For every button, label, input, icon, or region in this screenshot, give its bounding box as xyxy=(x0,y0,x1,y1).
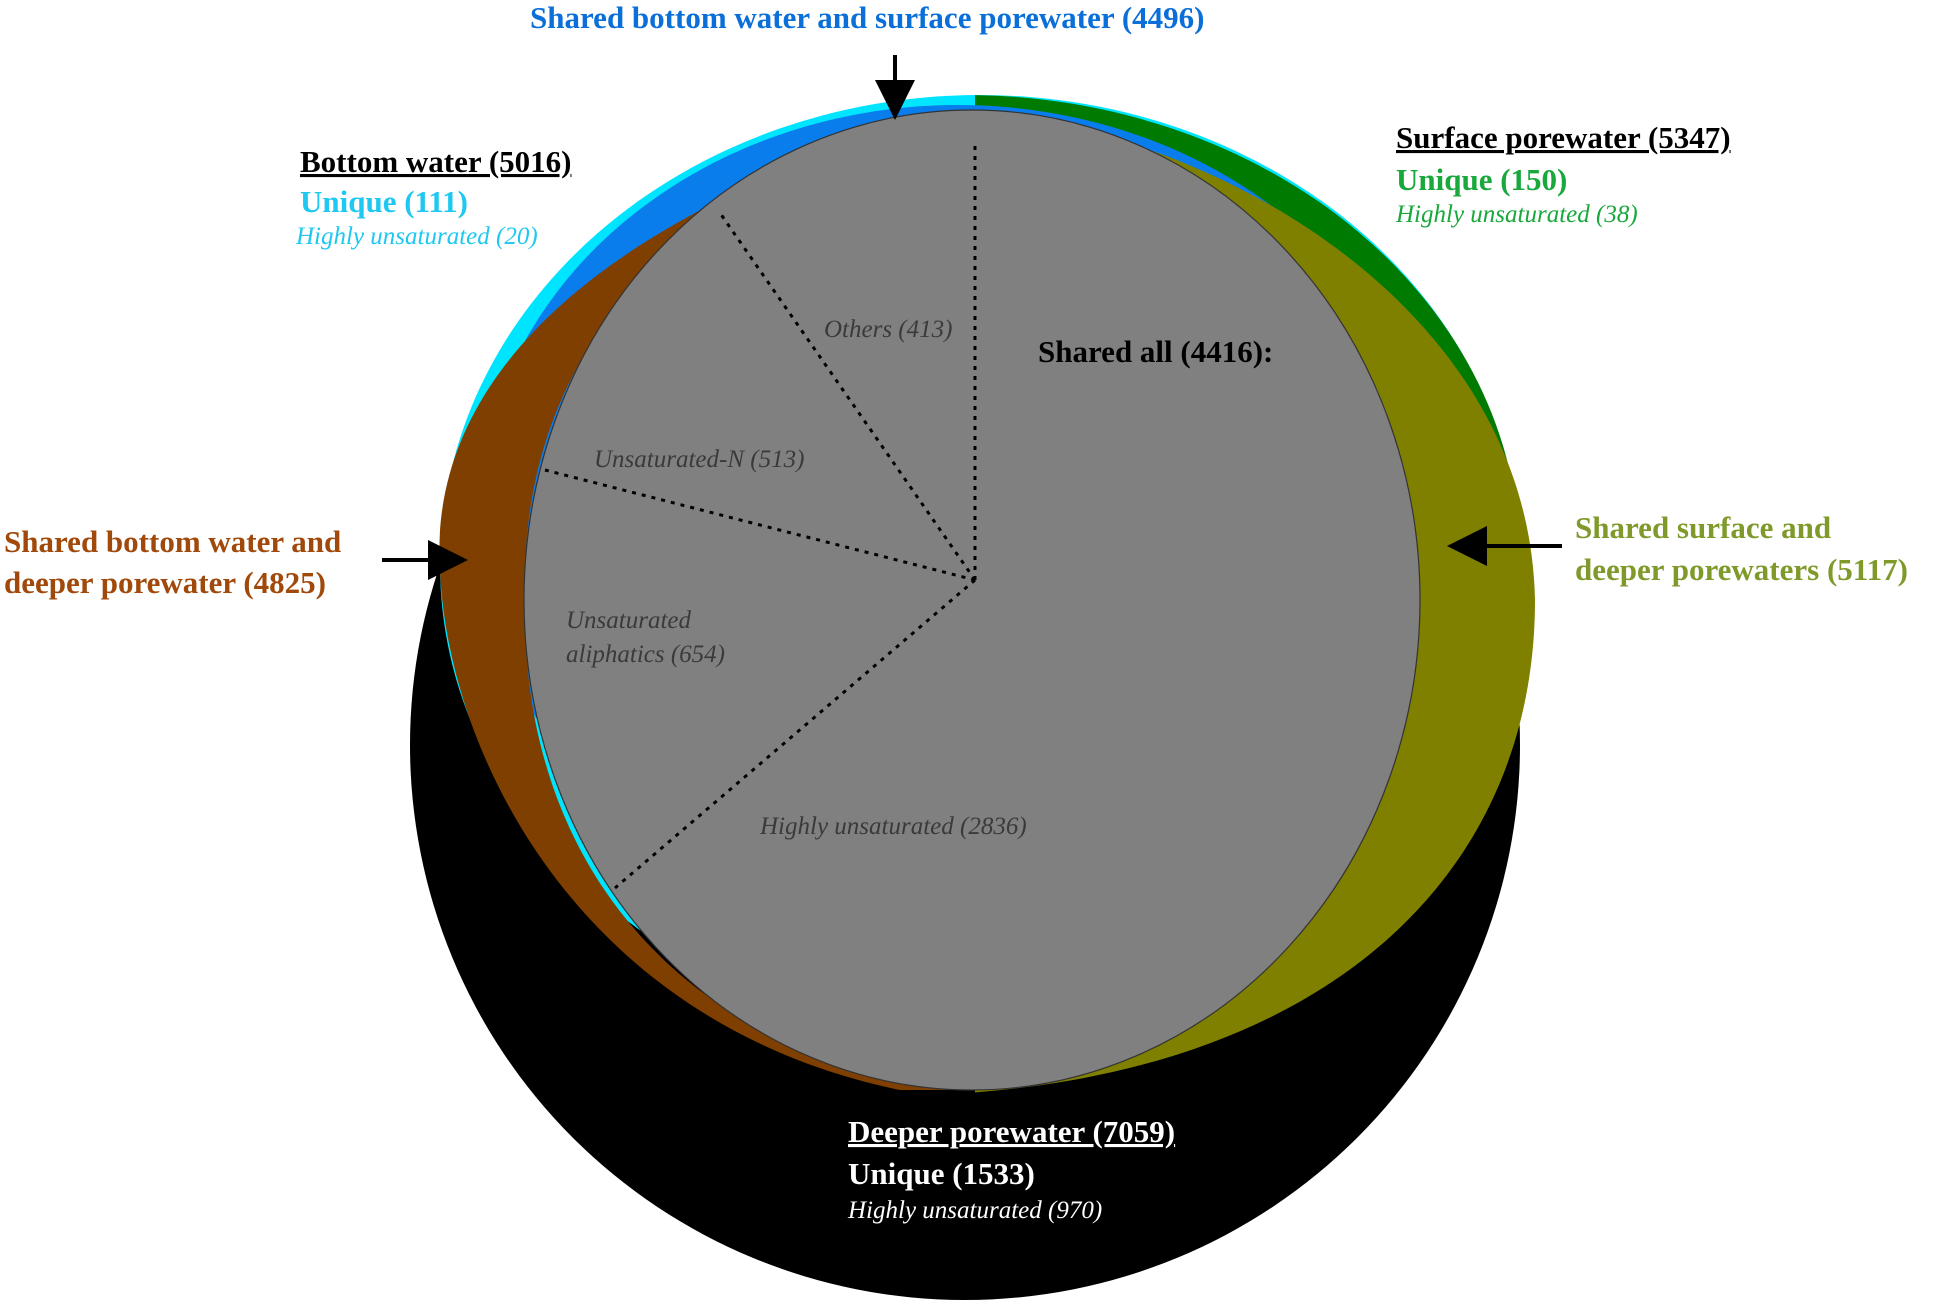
label-surface-unique: Unique (150) xyxy=(1396,162,1567,197)
label-shared-bottom-deeper-1: Shared bottom water and xyxy=(4,524,341,559)
divider-unsatn-aliph xyxy=(544,468,976,582)
label-aliphatics-1: Unsaturated xyxy=(566,607,692,634)
label-shared-bottom-surface: Shared bottom water and surface porewate… xyxy=(530,0,1204,35)
label-deeper-unique: Unique (1533) xyxy=(848,1156,1035,1191)
label-unsaturated-n: Unsaturated-N (513) xyxy=(594,446,804,473)
label-aliphatics-2: aliphatics (654) xyxy=(566,641,725,668)
label-others: Others (413) xyxy=(824,316,952,343)
label-shared-surface-deeper-2: deeper porewaters (5117) xyxy=(1575,552,1908,587)
label-deeper-hu: Highly unsaturated (970) xyxy=(847,1197,1102,1224)
label-highly-unsaturated: Highly unsaturated (2836) xyxy=(759,813,1027,840)
divider-others-unsatn xyxy=(718,212,977,581)
label-bottom-title: Bottom water (5016) xyxy=(300,144,571,179)
label-bottom-unique: Unique (111) xyxy=(300,184,468,219)
shared-surface-deeper-region xyxy=(975,145,1535,1093)
label-surface-hu: Highly unsaturated (38) xyxy=(1395,201,1638,228)
label-shared-bottom-deeper-2: deeper porewater (4825) xyxy=(4,565,326,600)
label-shared-surface-deeper-1: Shared surface and xyxy=(1575,510,1831,545)
label-surface-title: Surface porewater (5347) xyxy=(1396,120,1731,155)
shared-bottom-deeper-region xyxy=(439,200,961,1090)
label-bottom-hu: Highly unsaturated (20) xyxy=(295,223,538,250)
shared-all-breakdown-lines xyxy=(544,140,977,890)
shared-all-region xyxy=(523,109,1421,1091)
label-deeper-title: Deeper porewater (7059) xyxy=(848,1114,1175,1149)
label-shared-all: Shared all (4416): xyxy=(1038,334,1273,369)
